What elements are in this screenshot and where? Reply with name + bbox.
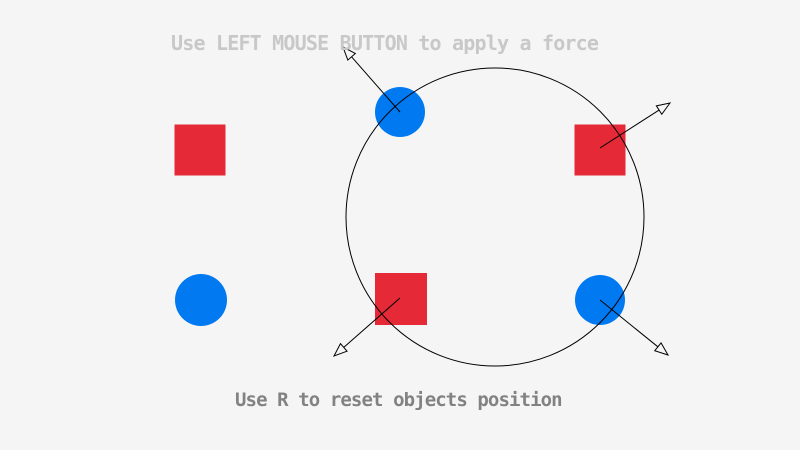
force-arrow-shaft — [599, 299, 659, 348]
force-arrow-head — [655, 102, 672, 116]
force-arrow-shaft — [599, 109, 660, 149]
physics-box[interactable] — [574, 124, 626, 176]
force-arrow-head — [332, 342, 348, 357]
physics-ball[interactable] — [175, 274, 227, 326]
physics-box[interactable] — [375, 273, 427, 325]
force-arrow-shaft — [343, 297, 401, 348]
force-arrow-head — [653, 342, 670, 356]
instruction-apply-force: Use LEFT MOUSE BUTTON to apply a force — [171, 31, 599, 55]
physics-box[interactable] — [174, 124, 226, 176]
force-arrow-head — [342, 45, 357, 61]
instruction-reset: Use R to reset objects position — [235, 389, 563, 411]
force-arrow-shaft — [351, 56, 401, 113]
boundary-circle — [345, 67, 645, 367]
